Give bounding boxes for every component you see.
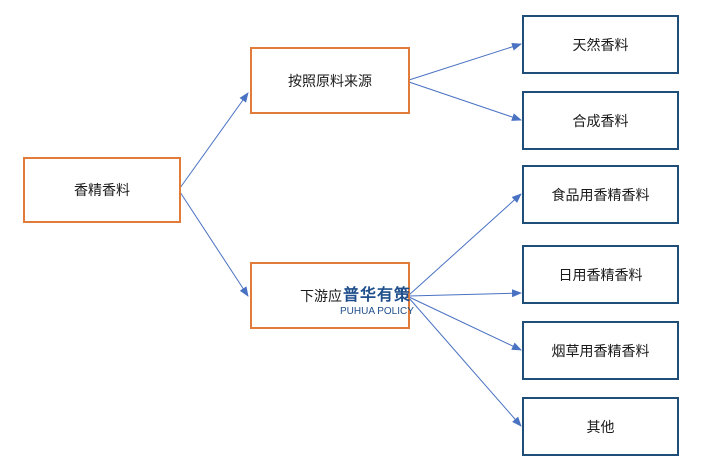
branch-node-downstream: 下游应 [250,262,410,329]
leaf-node-synthetic-label: 合成香料 [572,113,629,130]
branch-node-raw-material-label: 按照原料来源 [288,73,372,90]
arrow-downstream-to-daily [408,289,522,298]
arrow-root-to-raw-material [179,92,249,189]
branch-node-raw-material: 按照原料来源 [250,47,410,114]
arrow-downstream-to-tobacco [408,296,522,351]
arrow-downstream-to-food [408,193,522,296]
leaf-node-natural-label: 天然香料 [572,37,629,54]
leaf-node-other: 其他 [522,397,679,456]
leaf-node-natural: 天然香料 [522,15,679,74]
arrow-downstream-to-other [408,297,522,427]
leaf-node-food: 食品用香精香料 [522,165,679,224]
arrow-raw-to-synthetic [408,81,522,121]
leaf-node-daily: 日用香精香料 [522,245,679,304]
leaf-node-tobacco-label: 烟草用香精香料 [551,343,650,360]
root-node: 香精香料 [23,157,181,223]
leaf-node-daily-label: 日用香精香料 [558,267,643,284]
arrow-raw-to-natural [408,42,522,81]
leaf-node-tobacco: 烟草用香精香料 [522,321,679,380]
leaf-node-other-label: 其他 [586,419,615,436]
arrow-root-to-downstream [179,191,249,297]
leaf-node-food-label: 食品用香精香料 [551,187,650,204]
root-node-label: 香精香料 [74,183,130,199]
leaf-node-synthetic: 合成香料 [522,91,679,150]
branch-node-downstream-label: 下游应 [300,288,342,305]
